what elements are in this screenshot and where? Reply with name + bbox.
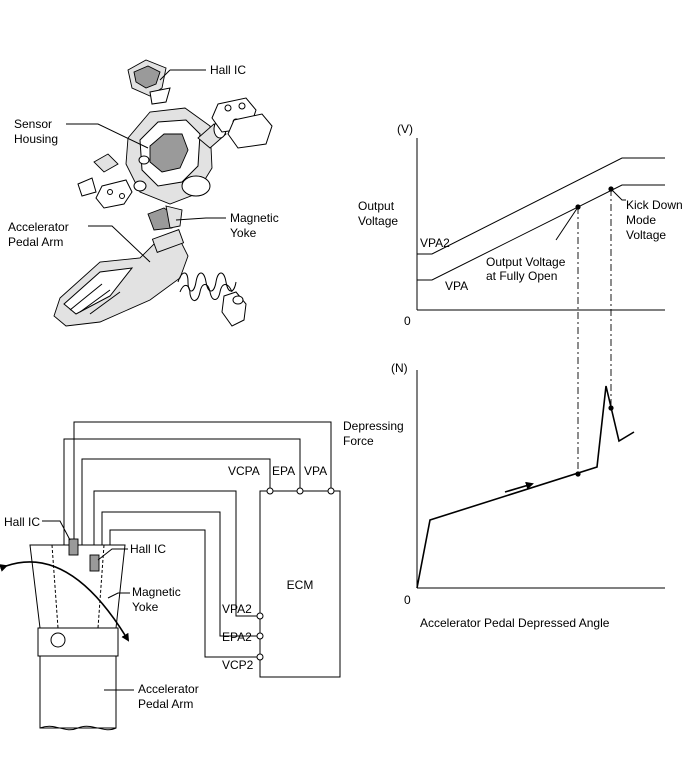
pedal-arm-leader	[88, 225, 151, 263]
vcpa-terminal-label: VCPA	[228, 464, 260, 478]
vpa-terminal-label: VPA	[304, 464, 327, 478]
exploded-view: Hall IC Sensor Housing Magnetic Yoke Acc…	[8, 59, 279, 327]
wire-epa	[63, 438, 301, 545]
force-kick-down-point	[608, 405, 614, 411]
voltage-ylabel-2: Voltage	[358, 214, 398, 228]
terminal-vcpa	[266, 487, 274, 495]
fully-open-leader	[555, 206, 579, 241]
hall-ic-2-label: Hall IC	[130, 542, 166, 556]
fully-open-label-1: Output Voltage	[486, 255, 566, 269]
kick-down-label-3: Voltage	[626, 228, 666, 242]
sensor-housing-leader	[66, 123, 149, 149]
wire-vpa2	[93, 490, 260, 617]
vpa2-label: VPA2	[420, 236, 450, 250]
magnetic-yoke-label-3: Magnetic	[132, 585, 181, 599]
ecm-label: ECM	[287, 578, 314, 592]
pedal-arm-lower	[39, 655, 117, 729]
rotation-arrow	[0, 561, 130, 642]
wire-vcp2	[109, 529, 260, 658]
hall-ic-part	[127, 59, 171, 105]
hall-ic-2-leader	[97, 548, 128, 561]
terminal-vpa	[327, 487, 335, 495]
voltage-unit: (V)	[397, 122, 413, 136]
magnetic-yoke-label-4: Yoke	[132, 600, 159, 614]
fully-open-label-2: at Fully Open	[486, 269, 557, 283]
force-direction-arrow	[504, 481, 534, 493]
vpa2-line	[417, 157, 665, 255]
kick-down-leader	[610, 188, 626, 201]
magnetic-yoke-label-1: Magnetic	[230, 211, 279, 225]
epa2-terminal-label: EPA2	[222, 630, 252, 644]
kick-down-label-1: Kick Down	[626, 198, 683, 212]
wire-vcpa	[81, 458, 271, 545]
wire-vpa	[73, 421, 332, 545]
magnetic-yoke-part	[147, 205, 183, 231]
vpa-label: VPA	[445, 279, 468, 293]
pedal-sensor-sketch	[0, 538, 130, 731]
pedal-arm-upper	[37, 627, 119, 657]
terminal-vpa2	[256, 612, 264, 620]
hall-ic-1-label: Hall IC	[4, 515, 40, 529]
small-parts-left	[77, 153, 147, 209]
vpa-line	[417, 184, 665, 281]
terminal-epa2	[256, 632, 264, 640]
pedal-arm-label-3: Accelerator	[138, 682, 199, 696]
pedal-arm-label-1: Accelerator	[8, 220, 69, 234]
pedal-arm-part	[53, 229, 247, 327]
terminal-vcp2	[256, 653, 264, 661]
vcp2-terminal-label: VCP2	[222, 658, 254, 672]
magnetic-yoke-label-2: Yoke	[230, 226, 257, 240]
terminal-epa	[296, 487, 304, 495]
pedal-arm-label-4: Pedal Arm	[138, 697, 193, 711]
epa-terminal-label: EPA	[272, 464, 295, 478]
voltage-graph: (V) Output Voltage 0 VPA2 VPA Output Vol…	[358, 122, 683, 328]
kick-down-label-2: Mode	[626, 213, 656, 227]
circuit-diagram: ECM VCPA EPA VPA VPA2 EPA2 VCP2	[0, 421, 341, 731]
force-curve	[416, 385, 635, 589]
voltage-ylabel-1: Output	[358, 199, 395, 213]
force-ylabel-1: Depressing	[343, 419, 404, 433]
hall-ic-1-leader	[42, 520, 71, 541]
sensor-housing-label-1: Sensor	[14, 117, 52, 131]
force-origin: 0	[404, 593, 411, 607]
hall-ic-1-element	[68, 538, 79, 556]
vpa2-terminal-label: VPA2	[222, 602, 252, 616]
hall-ic-2-element	[89, 554, 100, 572]
force-graph: (N) Depressing Force 0 Accelerator Pedal…	[343, 361, 665, 630]
gasket-plate-right	[211, 97, 273, 149]
voltage-origin: 0	[404, 314, 411, 328]
magnetic-yoke-leader	[175, 217, 226, 221]
sensor-housing-label-2: Housing	[14, 132, 58, 146]
force-fully-open-point	[575, 471, 581, 477]
force-unit: (N)	[391, 361, 408, 375]
wire-epa2	[101, 511, 260, 637]
hall-ic-label: Hall IC	[210, 63, 246, 77]
sensor-housing-part	[125, 107, 213, 205]
magnetic-yoke-leader-2	[107, 592, 130, 599]
pedal-arm-label-2: Pedal Arm	[8, 235, 63, 249]
force-ylabel-2: Force	[343, 434, 374, 448]
force-xlabel: Accelerator Pedal Depressed Angle	[420, 616, 610, 630]
